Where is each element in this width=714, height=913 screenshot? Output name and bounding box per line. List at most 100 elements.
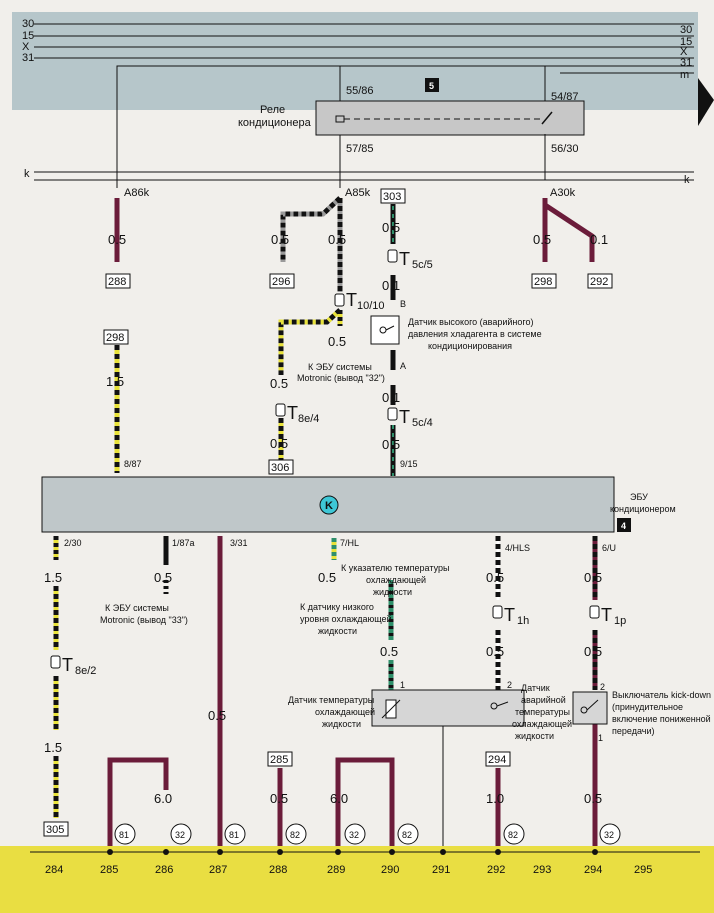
badge-4: 4 — [621, 521, 626, 531]
svg-text:5c/5: 5c/5 — [412, 259, 433, 271]
t-connector-1p: T 1p — [589, 605, 626, 627]
t-connector-1h: T 1h — [492, 605, 529, 627]
wire-size-7-hl: 0.5 — [318, 570, 336, 585]
badge-4-box — [617, 518, 631, 532]
kickdown-label-3: включение пониженной — [612, 714, 711, 724]
kickdown-label-4: передачи) — [612, 726, 654, 736]
svg-text:T: T — [399, 407, 410, 427]
wire-size-303: 0.5 — [382, 220, 400, 235]
pin-2-kickdown: 2 — [600, 682, 605, 692]
bottom-number-287: 287 — [209, 864, 227, 876]
badge-5-box — [425, 78, 439, 92]
svg-text:8e/2: 8e/2 — [75, 665, 96, 677]
terminal-box-294: 294 — [488, 754, 506, 766]
circle-82-b: 82 — [402, 830, 412, 840]
svg-text:T: T — [287, 403, 298, 423]
relay-pin-57-85: 57/85 — [346, 143, 374, 155]
wire-size-kickdown-bot: 0.5 — [584, 791, 602, 806]
relay-label-2: кондиционера — [238, 117, 312, 129]
power-bus-band — [12, 12, 698, 110]
relay-pin-54-87: 54/87 — [551, 91, 579, 103]
kickdown-label-1: Выключатель kick-down — [612, 690, 711, 700]
page-turn-arrow-icon[interactable] — [698, 78, 714, 126]
wire-size-6-0-a: 6.0 — [154, 791, 172, 806]
pin-1-kickdown: 1 — [598, 733, 603, 743]
bottom-number-285: 285 — [100, 864, 118, 876]
bottom-number-291: 291 — [432, 864, 450, 876]
terminal-box-306: 306 — [271, 462, 289, 474]
motronic33-label-2: Motronic (вывод "33") — [100, 615, 188, 625]
ground-band — [0, 846, 714, 913]
pin-4-hls: 4/HLS — [505, 543, 530, 553]
ground-nodes — [107, 849, 598, 855]
terminal-box-292: 292 — [590, 276, 608, 288]
connector-a30k: A30k — [550, 187, 576, 199]
bus-label-x: X — [22, 41, 30, 53]
temp-sensor-label-1: Датчик температуры — [288, 695, 374, 705]
pin-1-temp-sensor: 1 — [400, 680, 405, 690]
bus-label-30-right: 30 — [680, 24, 692, 36]
badge-5: 5 — [429, 81, 434, 91]
svg-text:8e/4: 8e/4 — [298, 413, 319, 425]
lower-wires — [53, 536, 598, 850]
pin-2-30: 2/30 — [64, 538, 82, 548]
ecu-symbol — [319, 495, 339, 515]
bottom-number-294: 294 — [584, 864, 602, 876]
wire-size-292: 0.1 — [590, 232, 608, 247]
pin-a: A — [400, 361, 406, 371]
pin-3-31: 3/31 — [230, 538, 248, 548]
wire-size-8e4-top: 0.5 — [270, 376, 288, 391]
bus-lines — [34, 23, 694, 181]
pin-9-15: 9/15 — [400, 459, 418, 469]
kickdown-label-2: (принудительное — [612, 702, 683, 712]
svg-text:T: T — [62, 655, 73, 675]
circle-82-c: 82 — [508, 830, 518, 840]
wire-size-4-hls-bot: 0.5 — [486, 644, 504, 659]
svg-text:T: T — [399, 249, 410, 269]
circle-32-c: 32 — [604, 830, 614, 840]
svg-text:1p: 1p — [614, 615, 626, 627]
bus-label-31: 31 — [22, 52, 34, 64]
circle-81-a: 81 — [119, 830, 129, 840]
terminal-box-296: 296 — [272, 276, 290, 288]
bottom-number-286: 286 — [155, 864, 173, 876]
upper-wires — [114, 196, 595, 476]
bottom-number-284: 284 — [45, 864, 63, 876]
temp-sensor-block — [371, 689, 525, 727]
relay-label-1: Реле — [260, 104, 285, 116]
bus-label-30: 30 — [22, 18, 34, 30]
relay-box — [315, 100, 585, 136]
wire-size-6-u-top: 0.5 — [584, 570, 602, 585]
wire-size-b: 0.1 — [382, 278, 400, 293]
motronic32-label-2: Motronic (вывод "32") — [297, 373, 385, 383]
ecu-label-1: ЭБУ — [630, 492, 648, 502]
wire-size-296: 0.5 — [271, 232, 289, 247]
connector-a86k: A86k — [124, 187, 150, 199]
t-connector-8e4: T 8e/4 — [275, 403, 319, 425]
svg-text:T: T — [601, 605, 612, 625]
wire-size-5c4: 0.5 — [382, 437, 400, 452]
terminal-box-298-right: 298 — [534, 276, 552, 288]
terminal-boxes-upper: 288 296 303 298 292 298 306 — [103, 188, 613, 475]
kickdown-switch-box — [572, 691, 608, 725]
wire-size-8e4-bot: 0.5 — [270, 436, 288, 451]
motronic33-label-1: К ЭБУ системы — [105, 603, 169, 613]
t-connector-5c4: T 5c/4 — [387, 407, 433, 429]
bus-label-15-right: 15 — [680, 36, 692, 48]
wire-size-6-u-bot: 0.5 — [584, 644, 602, 659]
bus-label-k-left: k — [24, 168, 30, 180]
wire-size-motronic32: 0.5 — [328, 334, 346, 349]
emergency-temp-label-2: аварийной — [521, 695, 566, 705]
wire-size-1-87a: 0.5 — [154, 570, 172, 585]
wire-size-4-hls-top: 0.5 — [486, 570, 504, 585]
temp-sensor-label-3: жидкости — [322, 719, 361, 729]
low-level-label-1: К датчику низкого — [300, 602, 374, 612]
emergency-temp-label-3: температуры — [515, 707, 570, 717]
bottom-number-289: 289 — [327, 864, 345, 876]
ecu-symbol-letter: K — [325, 500, 333, 512]
svg-text:1h: 1h — [517, 615, 529, 627]
emergency-temp-label-5: жидкости — [515, 731, 554, 741]
pin-b: B — [400, 299, 406, 309]
bottom-number-293: 293 — [533, 864, 551, 876]
